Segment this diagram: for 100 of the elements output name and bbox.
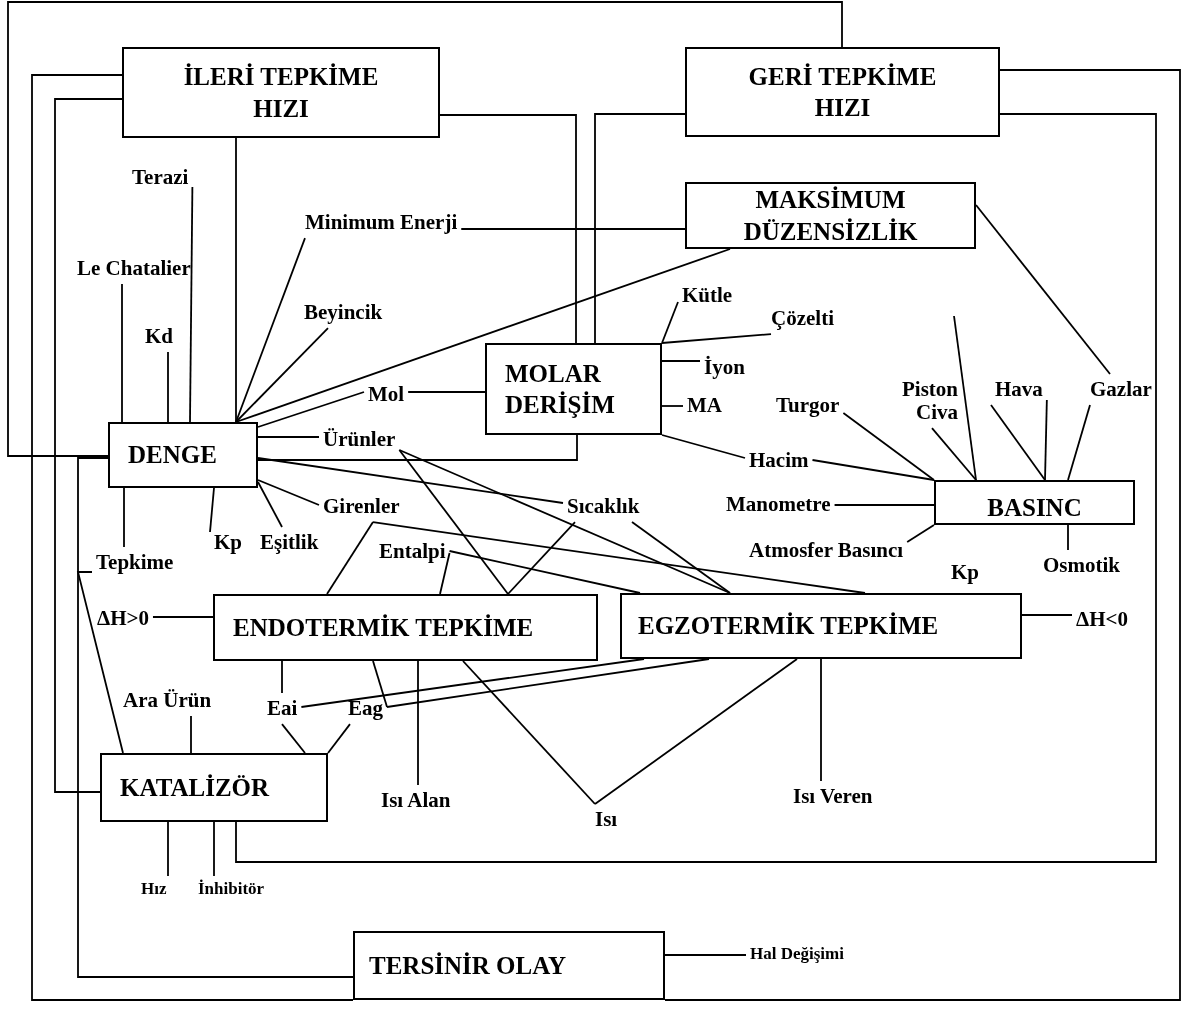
connector-line <box>257 436 320 438</box>
connector-line <box>661 360 701 362</box>
concept-box <box>485 343 662 435</box>
concept-term: Terazi <box>132 166 189 190</box>
concept-label: BASINC <box>987 492 1082 523</box>
connector-line <box>257 457 564 504</box>
connector-line <box>123 487 125 548</box>
connector-line <box>507 521 576 595</box>
concept-term: İnhibitör <box>198 880 265 899</box>
concept-label: İLERİ TEPKİME HIZI <box>182 62 380 124</box>
connector-line <box>235 237 306 423</box>
connector-line <box>407 391 486 393</box>
concept-term: İyon <box>704 356 745 380</box>
connector-line <box>31 74 354 1001</box>
connector-line <box>953 315 977 481</box>
concept-term: Sıcaklık <box>567 495 640 519</box>
concept-term: Atmosfer Basıncı <box>749 539 904 563</box>
connector-line <box>386 658 710 708</box>
connector-line <box>326 521 374 595</box>
connector-line <box>372 521 866 594</box>
concept-term: Minimum Enerji <box>305 211 458 235</box>
concept-label: ENDOTERMİK TEPKİME <box>233 612 534 643</box>
connector-line <box>152 616 214 618</box>
connector-line <box>664 954 747 956</box>
connector-line <box>235 137 237 423</box>
connector-line <box>811 459 935 481</box>
connector-line <box>398 449 509 595</box>
connector-line <box>54 98 123 793</box>
connector-line <box>235 113 1157 863</box>
connector-line <box>1021 614 1073 616</box>
concept-term: Beyincik <box>304 301 383 325</box>
concept-term: Kütle <box>682 284 733 308</box>
connector-line <box>439 114 577 344</box>
connector-line <box>1044 399 1048 481</box>
connector-line <box>7 1 843 457</box>
connector-line <box>257 391 365 428</box>
connector-line <box>661 434 746 459</box>
concept-box <box>353 931 665 1000</box>
concept-term: Girenler <box>323 495 400 519</box>
concept-term: Hava <box>995 378 1043 402</box>
concept-box <box>620 593 1022 659</box>
concept-term: Eşitlik <box>260 531 319 555</box>
connector-line <box>189 186 194 423</box>
concept-term: Eag <box>348 697 383 721</box>
connector-line <box>281 723 306 754</box>
concept-term: Mol <box>368 383 405 407</box>
connector-line <box>842 412 935 481</box>
concept-term: Hacim <box>749 449 809 473</box>
connector-line <box>209 487 215 533</box>
concept-term: Isı Alan <box>381 789 451 813</box>
concept-term: Isı <box>595 808 618 832</box>
connector-line <box>1067 404 1091 481</box>
connector-line <box>462 660 596 805</box>
connector-line <box>121 283 123 423</box>
concept-term: Tepkime <box>96 551 174 575</box>
concept-term: Eai <box>267 697 298 721</box>
concept-term: Hız <box>141 880 167 899</box>
concept-term: Piston Civa <box>886 378 958 425</box>
connector-line <box>257 434 578 461</box>
connector-line <box>167 821 169 877</box>
concept-label: MOLAR DERİŞİM <box>505 358 616 420</box>
connector-line <box>439 552 451 595</box>
connector-line <box>77 457 354 978</box>
connector-line <box>235 327 329 423</box>
connector-line <box>300 658 645 708</box>
connector-line <box>257 481 283 528</box>
term-label: Kp <box>951 561 979 585</box>
connector-line <box>594 113 686 344</box>
concept-term: Isı Veren <box>793 785 873 809</box>
connector-line <box>661 405 684 407</box>
concept-term: Osmotik <box>1043 554 1120 578</box>
concept-label: KATALİZÖR <box>120 772 270 803</box>
concept-term: MA <box>687 394 722 418</box>
concept-term: Ürünler <box>323 428 396 452</box>
concept-term: ΔH>0 <box>97 607 149 631</box>
concept-term: Le Chatalier <box>77 257 191 281</box>
concept-box <box>122 47 440 138</box>
connector-line <box>906 524 935 543</box>
concept-term: Manometre <box>726 493 831 517</box>
concept-label: TERSİNİR OLAY <box>369 950 567 981</box>
connector-line <box>661 301 679 344</box>
concept-box <box>100 753 328 822</box>
concept-box <box>108 422 258 488</box>
connector-line <box>327 723 351 754</box>
connector-line <box>975 204 1111 375</box>
connector-line <box>190 715 192 754</box>
connector-line <box>372 660 388 708</box>
concept-term: Kp <box>214 531 242 555</box>
connector-line <box>448 550 641 594</box>
concept-box <box>934 480 1135 525</box>
concept-term: Turgor <box>776 394 840 418</box>
connector-line <box>235 248 731 423</box>
connector-line <box>417 660 419 786</box>
connector-line <box>398 449 731 594</box>
concept-label: MAKSİMUM DÜZENSİZLİK <box>742 185 919 247</box>
concept-label: EGZOTERMİK TEPKİME <box>638 611 939 642</box>
connector-line <box>631 521 731 594</box>
connector-line <box>257 479 320 506</box>
concept-term: Çözelti <box>771 307 834 331</box>
concept-box <box>685 182 976 249</box>
